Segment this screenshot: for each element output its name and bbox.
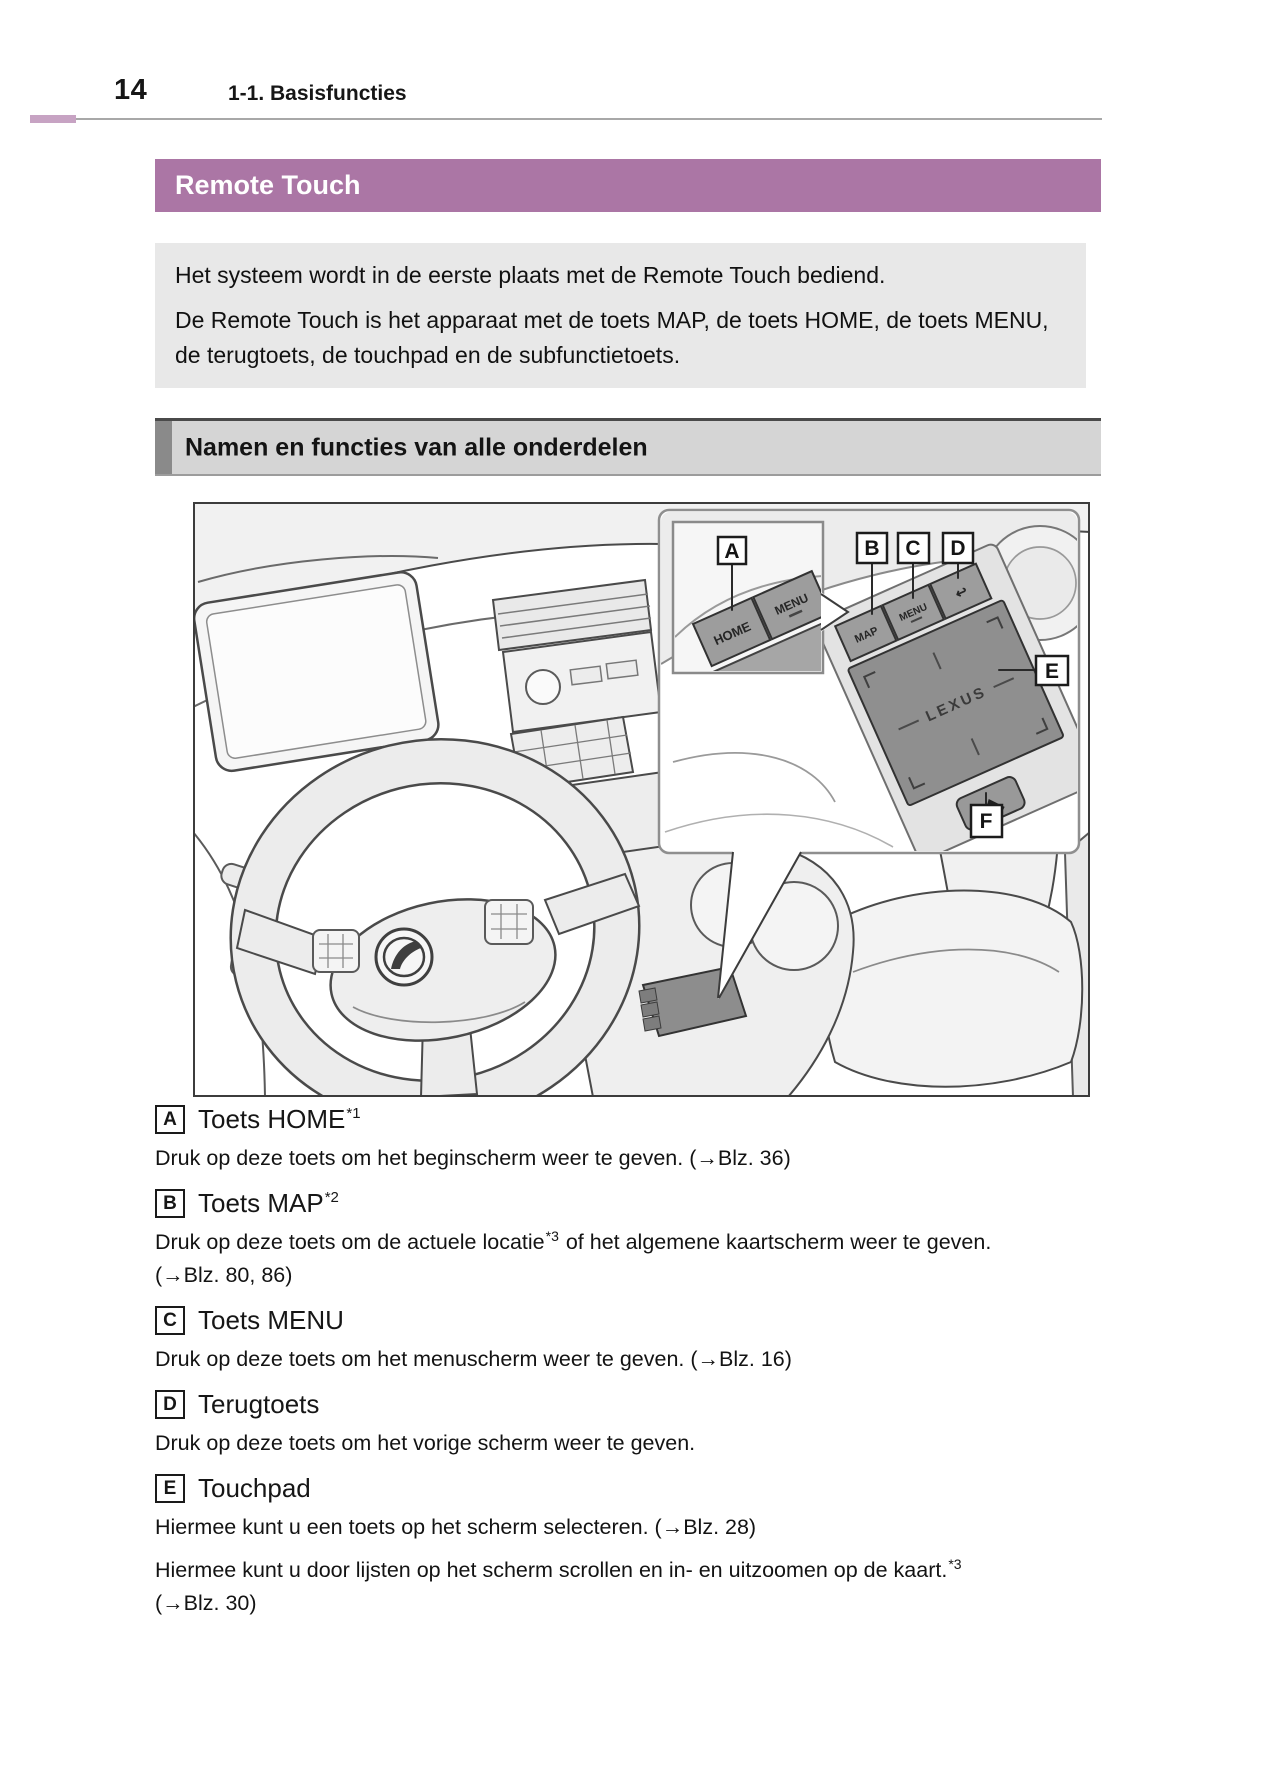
inner-pointer-wedge [821,592,849,632]
item-description: Hiermee kunt u door lijsten op het scher… [155,1556,962,1582]
section-title: Namen en functies van alle onderdelen [185,433,648,461]
item-title: Touchpad [198,1473,311,1503]
item-title: Toets MAP*2 [198,1188,339,1218]
callout-D [941,531,975,565]
callouts: A B C D E F [716,531,1070,839]
item-label-box: C [155,1306,185,1335]
item-title: Terugtoets [198,1389,320,1419]
callout-A [716,535,748,566]
item-description: Druk op deze toets om het beginscherm we… [155,1146,791,1170]
summary-line-2: De Remote Touch is het apparaat met de t… [175,307,1049,368]
summary-line-1: Het systeem wordt in de eerste plaats me… [175,262,886,288]
callout-F [969,803,1004,839]
item-head: A Toets HOME*1 [155,1104,1115,1135]
callout-D-letter: D [950,537,965,560]
section-header-accent [155,421,172,474]
callout-C [896,531,931,565]
item-row: C Toets MENU Druk op deze toets om het men… [155,1305,1115,1375]
item-title: Toets HOME*1 [198,1104,361,1134]
summary-box: Het systeem wordt in de eerste plaats me… [155,243,1086,388]
map-button [833,604,898,663]
item-head: D Terugtoets [155,1389,1115,1420]
display-screen [195,571,440,773]
callout-C-letter: C [905,537,920,560]
header-rule-accent [30,115,76,123]
callout-E-letter: E [1045,660,1059,683]
lexus-steering-logo [374,927,434,987]
item-description: Druk op deze toets om het vorige scherm … [155,1431,696,1455]
menu-button-inner [751,569,821,641]
interior-diagram-svg: MAP MENU ↩ LEXUS [193,502,1090,1097]
callout-A-letter: A [724,540,739,563]
back-button [928,562,993,621]
page-title: Remote Touch [175,170,361,200]
chapter-header: 1-1. Basisfuncties [228,82,407,105]
item-head: E Touchpad [155,1473,1115,1504]
footnote-marker: *3 [948,1556,962,1572]
home-button [691,596,772,668]
item-head: C Toets MENU [155,1305,1115,1336]
item-description: Druk op deze toets om de actuele locatie… [155,1228,992,1254]
callout-B [855,531,889,565]
item-head: B Toets MAP*2 [155,1188,1115,1219]
footnote-marker: *2 [324,1189,339,1206]
menu-button [881,583,946,642]
title-banner: Remote Touch [155,159,1101,212]
item-label-box: D [155,1390,185,1419]
callout-B-letter: B [864,537,879,560]
header-rule [30,118,1102,120]
item-description: (→Blz. 30) [155,1591,257,1615]
item-description: Hiermee kunt u een toets op het scherm s… [155,1515,757,1539]
inner-zoom-box: HOME MENU [671,520,825,675]
steering-wheel [220,737,641,1095]
inset-panel: MAP MENU ↩ LEXUS [657,508,1081,999]
touchpad [847,599,1064,807]
footnote-marker: *3 [545,1228,559,1244]
footnote-marker: *1 [346,1105,361,1122]
callout-E [1034,654,1070,687]
item-description: (→Blz. 80, 86) [155,1263,293,1287]
item-label-box: E [155,1474,185,1503]
item-description: Druk op deze toets om het menuscherm wee… [155,1347,792,1371]
interior-diagram: MAP MENU ↩ LEXUS [193,502,1090,1097]
page-number: 14 [114,74,148,106]
item-label-box: A [155,1105,185,1134]
item-title: Toets MENU [198,1305,344,1335]
callout-F-letter: F [980,810,993,833]
section-header: Namen en functies van alle onderdelen [155,418,1101,476]
item-label-box: B [155,1189,185,1218]
